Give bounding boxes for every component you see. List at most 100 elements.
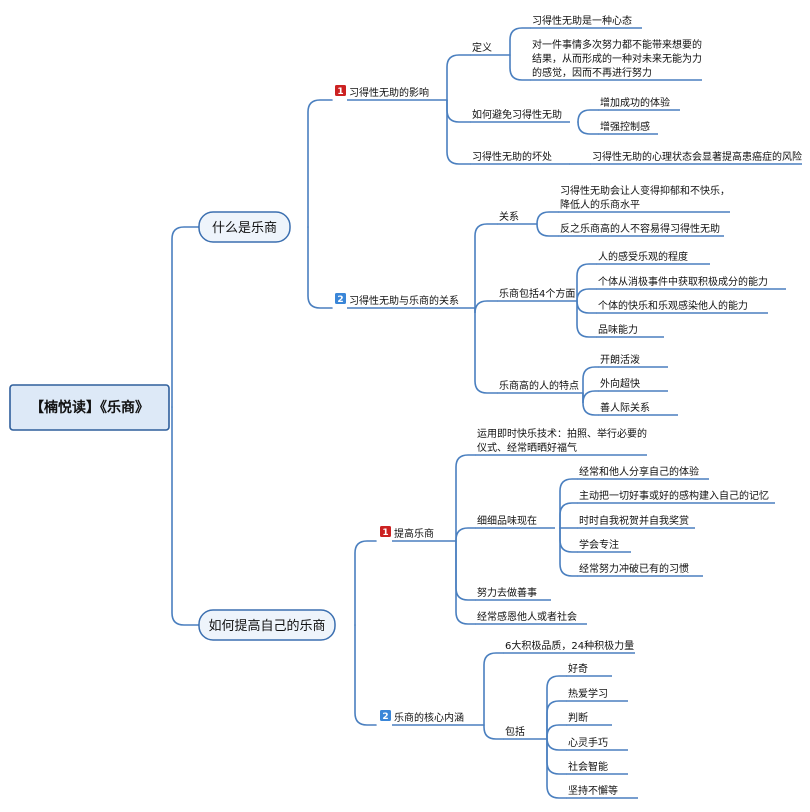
root-node-label: 【楠悦读】《乐商》: [30, 399, 149, 416]
leaf-node: 人的感受乐观的程度: [598, 250, 688, 263]
topic-node: 细细品味现在: [477, 514, 537, 527]
subtopic-node: 习得性无助与乐商的关系: [349, 294, 459, 307]
connector-line: [546, 738, 567, 799]
topic-node: 乐商包括4个方面: [499, 287, 575, 300]
connector-line: [455, 540, 476, 625]
connector-line: [576, 300, 597, 338]
connector-line: [546, 724, 567, 740]
connector-line: [455, 540, 476, 601]
connector-line: [559, 527, 578, 577]
priority-badge-number: 1: [337, 87, 343, 97]
connector-line: [582, 390, 599, 404]
connector-line: [509, 54, 531, 81]
leaf-node: 品味能力: [598, 323, 638, 336]
priority-badge-icon: [380, 526, 391, 537]
leaf-node: 经常和他人分享自己的体验: [579, 465, 699, 478]
leaf-node: 坚持不懈等: [568, 784, 618, 797]
leaf-node: 善人际关系: [600, 401, 650, 414]
connector-line: [546, 700, 567, 740]
topic-node: 定义: [472, 41, 492, 54]
priority-badge-icon: [335, 293, 346, 304]
connector-line: [559, 502, 578, 529]
topic-node: 乐商高的人的特点: [499, 379, 579, 392]
connector-line: [509, 27, 531, 56]
main-topic-node[interactable]: [198, 211, 291, 243]
leaf-node: 运用即时快乐技术：拍照、举行必要的: [477, 427, 647, 440]
topic-node: 努力去做善事: [477, 586, 537, 599]
leaf-node: 经常努力冲破已有的习惯: [579, 562, 689, 575]
leaf-node: 外向超快: [600, 377, 640, 390]
priority-badge-icon: [380, 710, 391, 721]
connector-line: [582, 392, 599, 416]
topic-node: 包括: [505, 725, 525, 738]
connector-line: [446, 99, 471, 123]
connector-line: [307, 99, 333, 228]
connector-line: [446, 99, 471, 165]
root-node[interactable]: [9, 384, 170, 431]
connector-line: [546, 737, 567, 751]
leaf-node: 好奇: [568, 662, 588, 675]
leaf-node: 降低人的乐商水平: [560, 198, 640, 211]
leaf-node: 个体从消极事件中获取积极成分的能力: [598, 275, 768, 288]
connector-line: [577, 121, 599, 135]
leaf-node: 增强控制感: [600, 120, 650, 133]
connector-line: [559, 527, 578, 553]
leaf-node: 社会智能: [568, 760, 608, 773]
leaf-node: 个体的快乐和乐观感染他人的能力: [598, 299, 748, 312]
connector-line: [474, 307, 498, 394]
connector-line: [576, 300, 597, 314]
connector-line: [582, 366, 599, 394]
leaf-node: 开朗活泼: [600, 353, 640, 366]
leaf-node: 结果，从而形成的一种对未来无能为力: [532, 52, 702, 65]
connector-line: [354, 624, 377, 726]
priority-badge-number: 2: [382, 712, 388, 722]
connector-line: [576, 263, 597, 302]
topic-node: 经常感恩他人或者社会: [477, 610, 577, 623]
connector-line: [546, 675, 567, 740]
leaf-node: 习得性无助的心理状态会显著提高患癌症的风险: [592, 150, 802, 163]
priority-badge-icon: [335, 85, 346, 96]
leaf-node: 主动把一切好事或好的感构建入自己的记忆: [579, 489, 769, 502]
connector-line: [536, 211, 559, 225]
connector-line: [576, 288, 597, 302]
connector-line: [354, 540, 377, 626]
connector-line: [171, 226, 200, 408]
main-topic-label: 什么是乐商: [212, 221, 277, 236]
leaf-node: 判断: [568, 711, 588, 724]
leaf-node: 习得性无助是一种心态: [532, 14, 632, 27]
connector-line: [536, 223, 559, 237]
connector-line: [474, 300, 498, 314]
topic-node: 习得性无助的坏处: [472, 150, 552, 163]
connector-line: [171, 406, 200, 626]
subtopic-node: 提高乐商: [394, 527, 434, 540]
main-topic-label: 如何提高自己的乐商: [208, 618, 325, 634]
subtopic-node: 乐商的核心内涵: [394, 711, 464, 724]
leaf-node: 时时自我祝贺并自我奖赏: [579, 514, 689, 527]
leaf-node: 反之乐商高的人不容易得习得性无助: [560, 222, 720, 235]
connector-line: [455, 527, 476, 542]
main-topic-node[interactable]: [198, 609, 336, 641]
leaf-node: 的感觉，因而不再进行努力: [532, 66, 652, 79]
connector-line: [577, 109, 599, 123]
leaf-node: 热爱学习: [568, 687, 608, 700]
topic-node: 6大积极品质，24种积极力量: [505, 639, 634, 652]
connector-line: [559, 478, 578, 529]
connector-line: [474, 223, 498, 309]
connector-line: [307, 226, 333, 309]
connector-line: [455, 454, 476, 542]
connector-line: [483, 652, 504, 726]
topic-node: 关系: [499, 210, 519, 223]
connector-line: [546, 738, 567, 775]
leaf-node: 心灵手巧: [568, 736, 608, 749]
leaf-node: 习得性无助会让人变得抑郁和不快乐，: [560, 184, 730, 197]
topic-node: 如何避免习得性无助: [472, 108, 562, 121]
connector-line: [483, 724, 504, 740]
leaf-node: 对一件事情多次努力都不能带来想要的: [532, 38, 702, 51]
connector-line: [446, 54, 471, 101]
connector-lines: [171, 27, 599, 799]
priority-badge-number: 2: [337, 295, 343, 305]
priority-badge-number: 1: [382, 528, 388, 538]
leaf-node: 仪式、经常晒晒好福气: [477, 441, 577, 454]
